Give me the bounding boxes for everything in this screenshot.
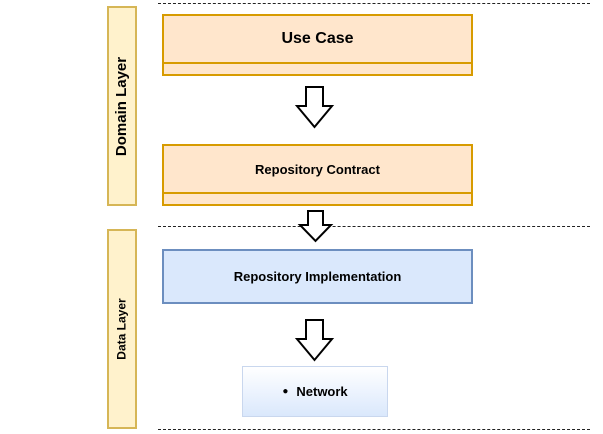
arrow-down-icon: [297, 210, 334, 243]
bullet-icon: ●: [282, 386, 289, 397]
use-case-divider: [164, 62, 471, 64]
arrow-down-icon: [294, 86, 335, 129]
bottom-divider: [158, 429, 590, 430]
repository-implementation-title: Repository Implementation: [233, 269, 402, 284]
use-case-box[interactable]: Use Case: [162, 14, 473, 76]
repository-contract-title: Repository Contract: [255, 161, 380, 177]
repository-implementation-box[interactable]: Repository Implementation: [162, 249, 473, 304]
network-item: Network: [296, 384, 348, 399]
arrow-down-icon: [294, 319, 335, 362]
top-divider: [158, 3, 590, 4]
domain-layer-label: Domain Layer: [107, 6, 137, 206]
use-case-title: Use Case: [281, 30, 354, 47]
repository-contract-divider: [164, 192, 471, 194]
layer-divider: [158, 226, 590, 227]
domain-layer-text: Domain Layer: [113, 56, 131, 156]
repository-contract-box[interactable]: Repository Contract: [162, 144, 473, 206]
data-layer-text: Data Layer: [115, 298, 129, 360]
data-layer-label: Data Layer: [107, 229, 137, 429]
network-box[interactable]: ● Network: [242, 366, 388, 417]
